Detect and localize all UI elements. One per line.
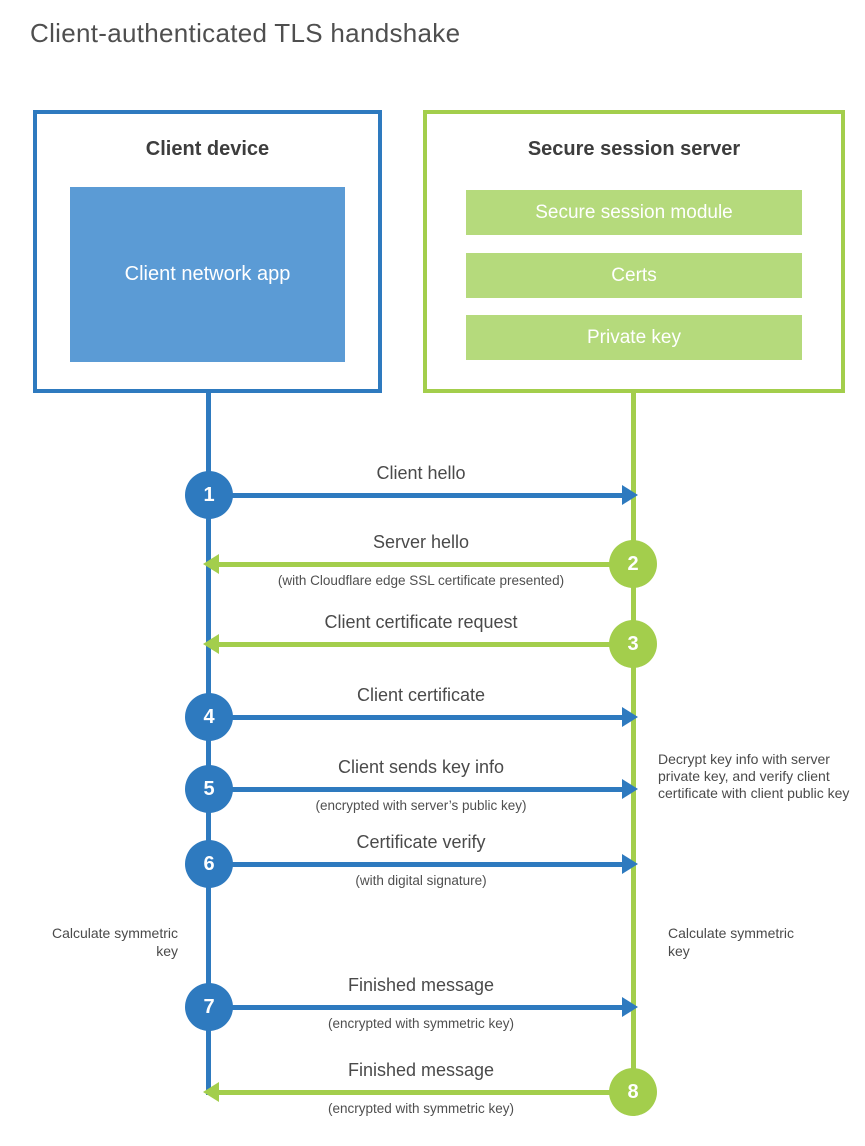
arrow-left-icon [203,554,219,574]
step-number-badge: 5 [185,765,233,813]
step-label: Client certificate request [324,612,518,632]
arrow-shaft [209,493,623,498]
step-sublabel: (encrypted with symmetric key) [327,1016,515,1031]
step-number-badge: 1 [185,471,233,519]
arrow-right-icon [622,779,638,799]
step-label: Client hello [376,463,466,483]
server-module-secure-session: Secure session module [466,190,802,235]
step-label: Server hello [372,532,470,552]
step-number-badge: 6 [185,840,233,888]
decrypt-key-info-note: Decrypt key info with server private key… [658,751,850,802]
step-sublabel: (encrypted with server’s public key) [315,798,527,813]
step-sublabel: (encrypted with symmetric key) [327,1101,515,1116]
arrow-shaft [209,715,623,720]
client-network-app-box: Client network app [70,187,345,362]
arrow-shaft [209,862,623,867]
arrow-right-icon [622,997,638,1017]
arrow-left-icon [203,1082,219,1102]
arrow-right-icon [622,485,638,505]
calculate-symmetric-key-client-note: Calculate symmetric key [51,925,178,959]
calculate-symmetric-key-server-note: Calculate symmetric key [668,925,795,959]
arrow-right-icon [622,854,638,874]
step-label: Certificate verify [356,832,486,852]
step-number-badge: 4 [185,693,233,741]
client-device-box: Client device Client network app [33,110,382,393]
step-number-badge: 2 [609,540,657,588]
arrow-left-icon [203,634,219,654]
secure-session-server-title: Secure session server [527,138,741,160]
step-label: Finished message [347,975,495,995]
server-lifeline [631,391,636,1095]
step-sublabel: (with digital signature) [355,873,487,888]
arrow-right-icon [622,707,638,727]
page-title: Client-authenticated TLS handshake [30,18,461,48]
arrow-shaft [219,642,633,647]
arrow-shaft [219,562,633,567]
step-number-badge: 3 [609,620,657,668]
secure-session-server-box: Secure session server Secure session mod… [423,110,845,393]
arrow-shaft [219,1090,633,1095]
client-lifeline [206,391,211,1095]
arrow-shaft [209,1005,623,1010]
server-module-private-key: Private key [466,315,802,360]
step-sublabel: (with Cloudflare edge SSL certificate pr… [277,573,565,588]
server-module-certs: Certs [466,253,802,298]
step-number-badge: 8 [609,1068,657,1116]
step-label: Finished message [347,1060,495,1080]
step-label: Client sends key info [337,757,505,777]
step-label: Client certificate [356,685,486,705]
step-number-badge: 7 [185,983,233,1031]
client-device-title: Client device [145,138,270,160]
client-network-app-label: Client network app [124,263,291,285]
arrow-shaft [209,787,623,792]
